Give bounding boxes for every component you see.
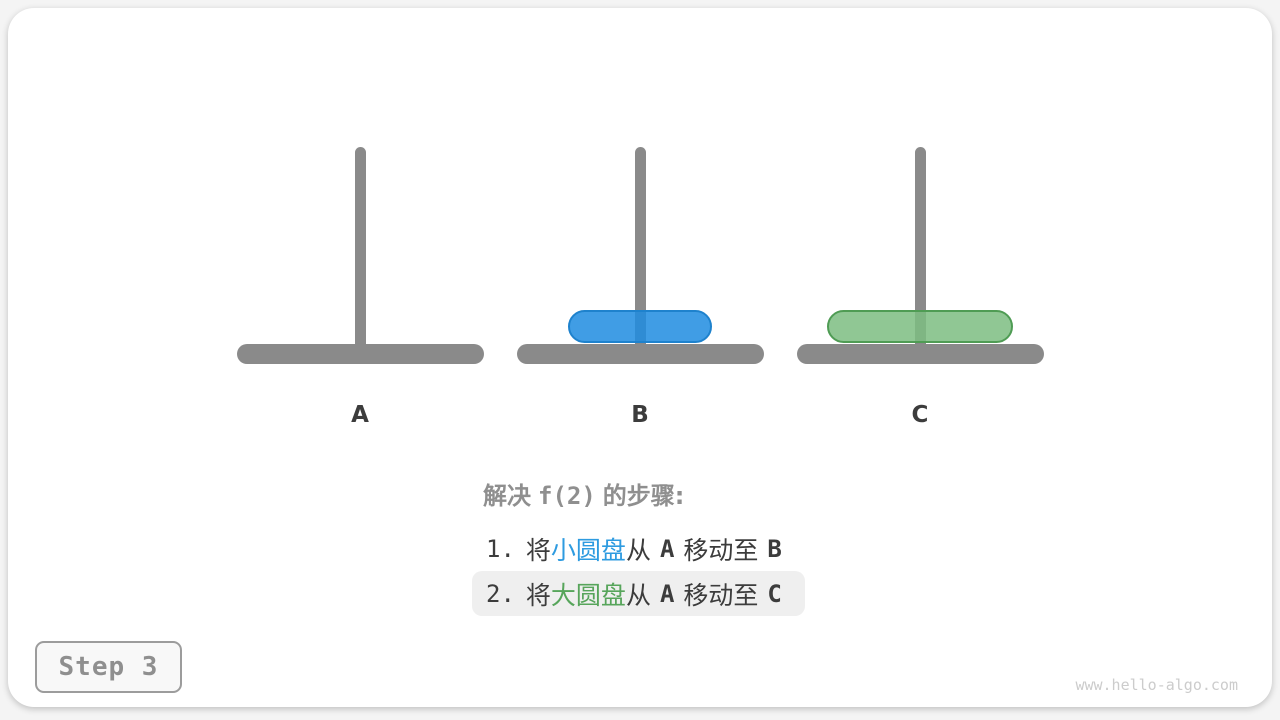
steps-title-prefix: 解决: [483, 482, 531, 510]
step-1-text: 将: [525, 535, 551, 565]
peg-b-base: [517, 344, 764, 364]
step-2-text3: 移动至: [683, 580, 759, 610]
step-2-text2: 从: [625, 580, 651, 610]
peg-a-pole: [355, 147, 366, 363]
peg-c-label: C: [911, 402, 929, 428]
peg-a-label: A: [351, 402, 369, 428]
peg-b-pole: [635, 147, 646, 363]
step-1-number: 1.: [486, 534, 515, 563]
peg-c-base: [797, 344, 1044, 364]
step-2-text: 将: [525, 580, 551, 610]
steps-title-suffix: 的步骤:: [602, 482, 685, 510]
peg-a-base: [237, 344, 484, 364]
peg-c-pole: [915, 147, 926, 363]
step-1-to-peg: B: [767, 534, 782, 563]
step-1-from-peg: A: [659, 534, 675, 563]
step-2-disk-word: 大圆盘: [550, 580, 626, 610]
large-disk: [827, 310, 1013, 343]
step-2-from-peg: A: [659, 579, 675, 608]
step-counter-badge: Step 3: [35, 641, 182, 693]
step-2-to-peg: C: [767, 579, 782, 608]
step-1-disk-word: 小圆盘: [550, 535, 626, 565]
steps-title-function: f(2): [538, 482, 596, 510]
small-disk: [568, 310, 712, 343]
step-1-text3: 移动至: [683, 535, 759, 565]
watermark-url: www.hello-algo.com: [1075, 676, 1238, 694]
step-1-text2: 从: [625, 535, 651, 565]
step-2-number: 2.: [486, 579, 515, 608]
peg-b-label: B: [631, 402, 649, 428]
